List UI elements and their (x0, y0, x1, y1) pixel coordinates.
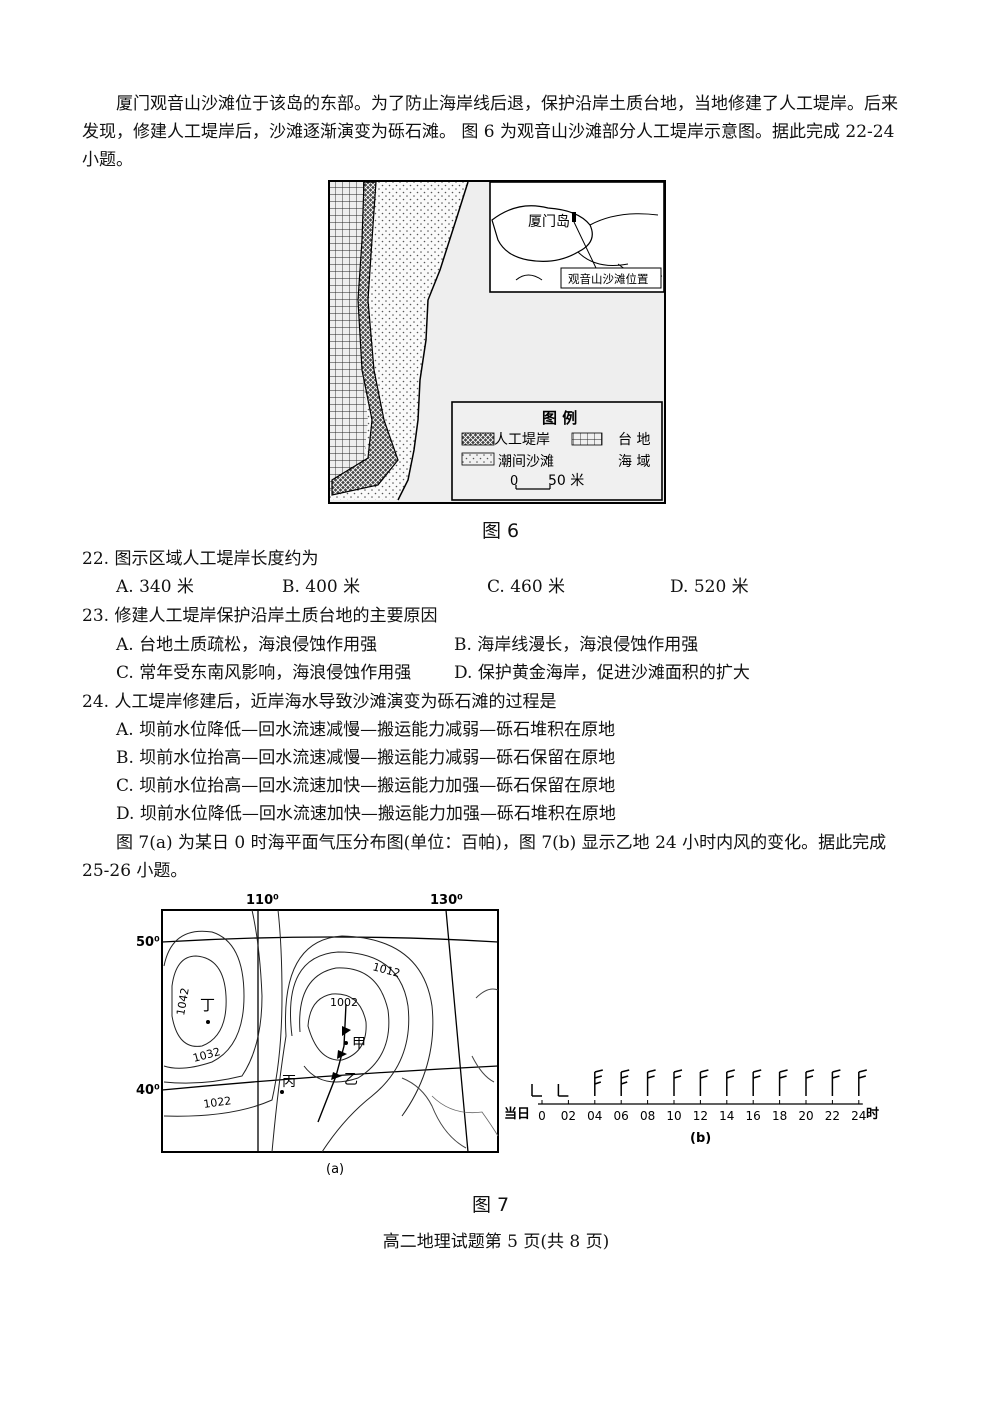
lat-40-label: 40⁰ (136, 1083, 160, 1098)
inset-island-label: 厦门岛 (528, 214, 570, 230)
timeline-tick-label: 06 (614, 1109, 629, 1123)
timeline-tick-label: 20 (798, 1109, 813, 1123)
q24-option-a: A. 坝前水位降低—回水流速减慢—搬运能力减弱—砾石堆积在原地 (116, 720, 616, 740)
timeline-start-label: 当日 (504, 1106, 530, 1122)
legend-terrace-label: 台 地 (618, 432, 650, 448)
legend-title: 图 例 (542, 409, 577, 427)
figure-7a-sublabel: (a) (326, 1162, 344, 1177)
wind-barb (699, 1069, 709, 1096)
figure-6-map: 厦门岛 观音山沙滩位置 图 例 人工堤岸 台 地 潮间沙滩 海 域 0 50 米 (328, 180, 666, 504)
inset-location-label: 观音山沙滩位置 (568, 272, 649, 286)
wind-barb (557, 1084, 569, 1097)
q22-option-c: C. 460 米 (487, 577, 566, 597)
figure-7a-pressure-map: 110⁰ 130⁰ 50⁰ 40⁰ 1042 1032 1022 1012 10… (136, 893, 499, 1177)
timeline-unit-label: 时 (866, 1106, 879, 1122)
q23-option-c: C. 常年受东南风影响，海浪侵蚀作用强 (116, 663, 412, 683)
wind-barb (673, 1069, 683, 1096)
artificial-dike (331, 181, 399, 496)
isobar-1042-label: 1042 (174, 987, 192, 1017)
wind-barb (805, 1069, 815, 1096)
q22-option-d: D. 520 米 (670, 577, 749, 597)
isobar-1002-label: 1002 (330, 996, 358, 1009)
lon-110-label: 110⁰ (246, 893, 279, 908)
wind-barb (726, 1069, 735, 1096)
wind-barb (858, 1069, 867, 1096)
intro-paragraph-1: 厦门观音山沙滩位于该岛的东部。为了防止海岸线后退，保护沿岸土质台地，当地修建了人… (82, 94, 898, 170)
q23-option-d: D. 保护黄金海岸，促进沙滩面积的扩大 (454, 663, 750, 683)
timeline-tick-label: 18 (772, 1109, 787, 1123)
figure-7b-sublabel: (b) (690, 1131, 711, 1146)
lon-130-label: 130⁰ (430, 893, 463, 908)
timeline-tick-label: 08 (640, 1109, 655, 1123)
timeline-tick-label: 24 (851, 1109, 866, 1123)
timeline-tick-label: 22 (825, 1109, 840, 1123)
place-jia-label: 甲 (352, 1036, 366, 1052)
wind-barb (831, 1069, 841, 1096)
scale-label: 50 米 (548, 473, 584, 489)
place-bing-label: 丙 (282, 1074, 296, 1090)
isobar-1022-label: 1022 (203, 1094, 233, 1111)
timeline-tick-label: 12 (693, 1109, 708, 1123)
q23-option-a: A. 台地土质疏松，海浪侵蚀作用强 (116, 635, 378, 655)
timeline-tick-label: 10 (666, 1109, 681, 1123)
question-22-stem: 22. 图示区域人工堤岸长度约为 (82, 549, 319, 569)
legend-sea-label: 海 域 (618, 454, 650, 470)
place-yi-label: 乙 (344, 1072, 358, 1088)
wind-barb (778, 1069, 788, 1096)
question-23-stem: 23. 修建人工堤岸保护沿岸土质台地的主要原因 (82, 606, 438, 626)
q24-option-d: D. 坝前水位降低—回水流速加快—搬运能力加强—砾石堆积在原地 (116, 804, 616, 824)
q23-option-b: B. 海岸线漫长，海浪侵蚀作用强 (454, 635, 699, 655)
wind-barb (594, 1069, 603, 1096)
wind-barb (620, 1069, 630, 1096)
timeline-tick-label: 0 (538, 1109, 546, 1123)
q24-option-c: C. 坝前水位抬高—回水流速加快—搬运能力加强—砾石保留在原地 (116, 776, 616, 796)
timeline-tick-label: 04 (587, 1109, 602, 1123)
wind-barb (752, 1069, 762, 1096)
timeline-tick-label: 14 (719, 1109, 734, 1123)
lat-50-label: 50⁰ (136, 935, 160, 950)
timeline-tick-label: 16 (746, 1109, 761, 1123)
figure-7b-wind-timeline: 当日 0 02 04 06 08 10 12 14 16 18 20 22 24 时 (b) (504, 1069, 879, 1146)
wind-barb (646, 1069, 656, 1096)
timeline-tick-label: 02 (561, 1109, 576, 1123)
legend-beach-label: 潮间沙滩 (498, 454, 554, 470)
intro-paragraph-2: 图 7(a) 为某日 0 时海平面气压分布图(单位：百帕)，图 7(b) 显示乙… (82, 833, 887, 881)
q22-option-a: A. 340 米 (116, 577, 194, 597)
figure-6-caption: 图 6 (482, 520, 520, 542)
q22-option-b: B. 400 米 (282, 577, 361, 597)
question-24-stem: 24. 人工堤岸修建后，近岸海水导致沙滩演变为砾石滩的过程是 (82, 692, 557, 712)
page-footer: 高二地理试题第 5 页(共 8 页) (382, 1232, 610, 1252)
scale-zero: 0 (510, 474, 518, 489)
q24-option-b: B. 坝前水位抬高—回水流速减慢—搬运能力减弱—砾石保留在原地 (116, 748, 616, 768)
figure-7-caption: 图 7 (472, 1194, 510, 1216)
legend-dike-label: 人工堤岸 (494, 432, 550, 448)
place-ding-label: 丁 (200, 996, 215, 1014)
wind-barb (531, 1084, 542, 1097)
